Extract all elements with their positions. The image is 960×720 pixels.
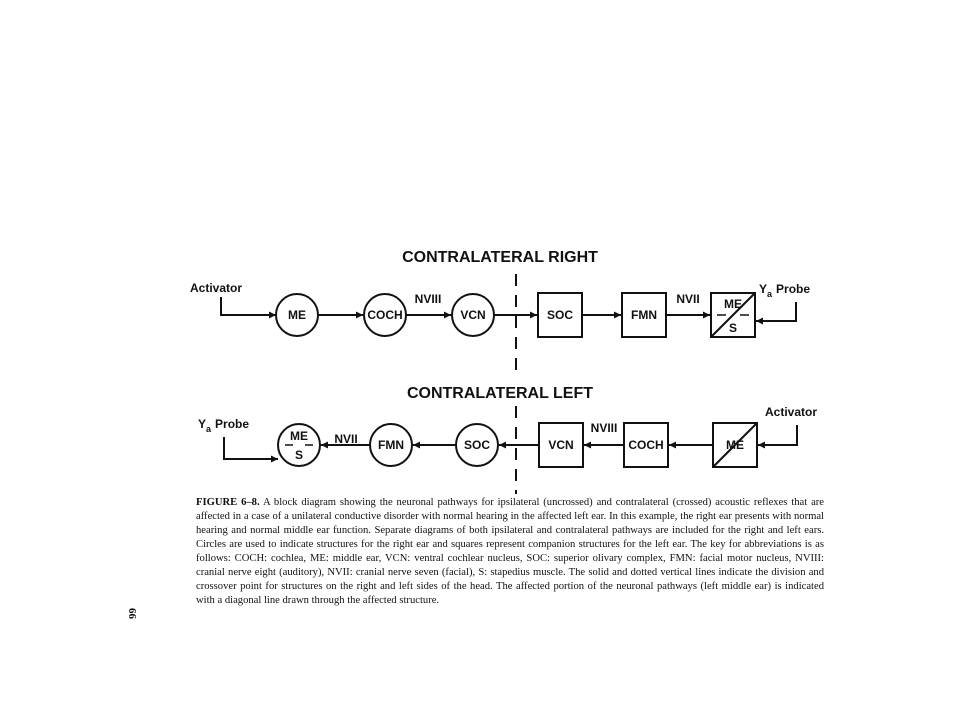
node-s-circle-bottom-left: S <box>295 448 303 462</box>
nviii-label-right: NVIII <box>415 292 442 306</box>
page-number: 66 <box>126 608 138 619</box>
node-me-right: ME <box>288 308 306 322</box>
affected-diagonal-right <box>710 292 756 338</box>
probe-arrow-left <box>223 437 278 463</box>
node-vcn-left: VCN <box>548 438 573 452</box>
node-soc-right: SOC <box>547 308 573 322</box>
node-vcn-right: VCN <box>460 308 485 322</box>
nvii-label-right: NVII <box>676 292 699 306</box>
activator-arrow-right <box>220 297 276 319</box>
node-me-circle-top-left: ME <box>290 429 308 443</box>
activator-label-left: Activator <box>765 405 817 419</box>
node-coch-left: COCH <box>628 438 663 452</box>
nviii-label-left: NVIII <box>591 421 618 435</box>
panel-title-left: CONTRALATERAL LEFT <box>407 385 593 402</box>
node-me-box-left: ME <box>726 438 744 452</box>
activator-label-right: Activator <box>190 281 242 295</box>
figure-caption: FIGURE 6–8. A block diagram showing the … <box>196 496 824 608</box>
probe-arrow-right <box>756 302 797 325</box>
figure-label: FIGURE 6–8. <box>196 497 260 508</box>
affected-diagonal-left <box>712 422 758 468</box>
node-fmn-right: FMN <box>631 308 657 322</box>
panel-title-right: CONTRALATERAL RIGHT <box>402 249 598 266</box>
node-s-box-bottom-right: S <box>729 321 737 335</box>
activator-arrow-left <box>758 425 798 449</box>
node-soc-left: SOC <box>464 438 490 452</box>
caption-text: A block diagram showing the neuronal pat… <box>196 497 824 606</box>
nvii-label-left: NVII <box>334 432 357 446</box>
node-me-box-top-right: ME <box>724 297 742 311</box>
node-coch-right: COCH <box>367 308 402 322</box>
me-s-box-right <box>710 292 756 338</box>
me-s-circle-left <box>277 423 321 467</box>
node-fmn-left: FMN <box>378 438 404 452</box>
